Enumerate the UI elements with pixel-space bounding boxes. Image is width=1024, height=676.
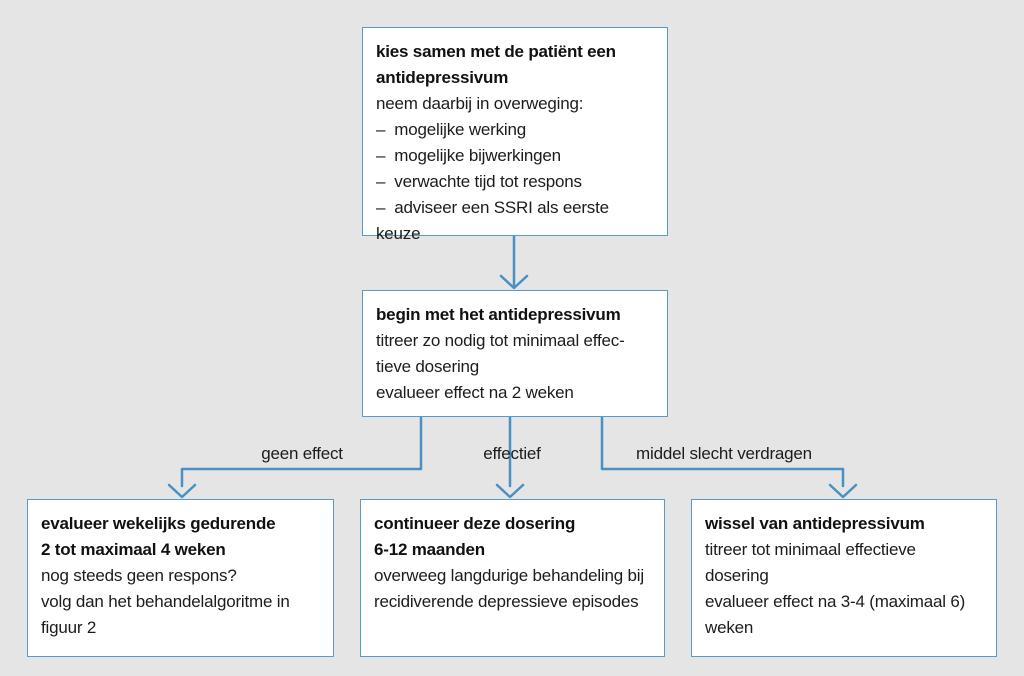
node-body-line: volg dan het behandelalgoritme in bbox=[41, 592, 290, 611]
node-bullet-line: – adviseer een SSRI als eerste keuze bbox=[376, 198, 614, 243]
node-body-line: figuur 2 bbox=[41, 618, 97, 637]
node-title-line: begin met het antidepressivum bbox=[376, 305, 621, 324]
node-title-line: wissel van antidepressivum bbox=[705, 514, 925, 533]
node-bullet-line: – mogelijke werking bbox=[376, 120, 527, 139]
node-continueer-dosering: continueer deze dosering 6-12 maanden ov… bbox=[360, 499, 665, 657]
branch-label-effectief: effectief bbox=[483, 444, 541, 463]
node-bullet-line: – verwachte tijd tot respons bbox=[376, 172, 582, 191]
node-body-line: tieve dosering bbox=[376, 357, 480, 376]
node-body-line: overweeg langdurige behandeling bij bbox=[374, 566, 644, 585]
node-title-line: 2 tot maximaal 4 weken bbox=[41, 540, 226, 559]
node-body-line: titreer tot minimaal effectieve bbox=[705, 540, 916, 559]
node-body-line: recidiverende depressieve episodes bbox=[374, 592, 639, 611]
node-body-line: dosering bbox=[705, 566, 769, 585]
arrowhead-down-icon bbox=[495, 483, 525, 499]
node-evalueer-wekelijks: evalueer wekelijks gedurende 2 tot maxim… bbox=[27, 499, 334, 657]
node-title-line: continueer deze dosering bbox=[374, 514, 576, 533]
node-body-line: evalueer effect na 3-4 (maximaal 6) bbox=[705, 592, 966, 611]
node-title-line: kies samen met de patiënt een bbox=[376, 42, 616, 61]
node-body-line: weken bbox=[705, 618, 754, 637]
node-body-line: evalueer effect na 2 weken bbox=[376, 383, 574, 402]
branch-label-geen-effect: geen effect bbox=[261, 444, 343, 463]
node-body-line: neem daarbij in overweging: bbox=[376, 94, 584, 113]
node-title-line: 6-12 maanden bbox=[374, 540, 485, 559]
node-title-line: antidepressivum bbox=[376, 68, 509, 87]
arrowhead-down-icon bbox=[499, 274, 529, 290]
arrowhead-down-icon bbox=[828, 483, 858, 499]
node-kies-antidepressivum: kies samen met de patiënt een antidepres… bbox=[362, 27, 668, 243]
node-body-line: titreer zo nodig tot minimaal effec- bbox=[376, 331, 625, 350]
node-wissel-antidepressivum: wissel van antidepressivum titreer tot m… bbox=[691, 499, 997, 657]
node-title-line: evalueer wekelijks gedurende bbox=[41, 514, 276, 533]
branch-label-middel-slecht-verdragen: middel slecht verdragen bbox=[636, 444, 812, 463]
node-begin-antidepressivum: begin met het antidepressivum titreer zo… bbox=[362, 290, 668, 417]
node-bullet-line: – mogelijke bijwerkingen bbox=[376, 146, 561, 165]
arrowhead-down-icon bbox=[167, 483, 197, 499]
node-body-line: nog steeds geen respons? bbox=[41, 566, 237, 585]
